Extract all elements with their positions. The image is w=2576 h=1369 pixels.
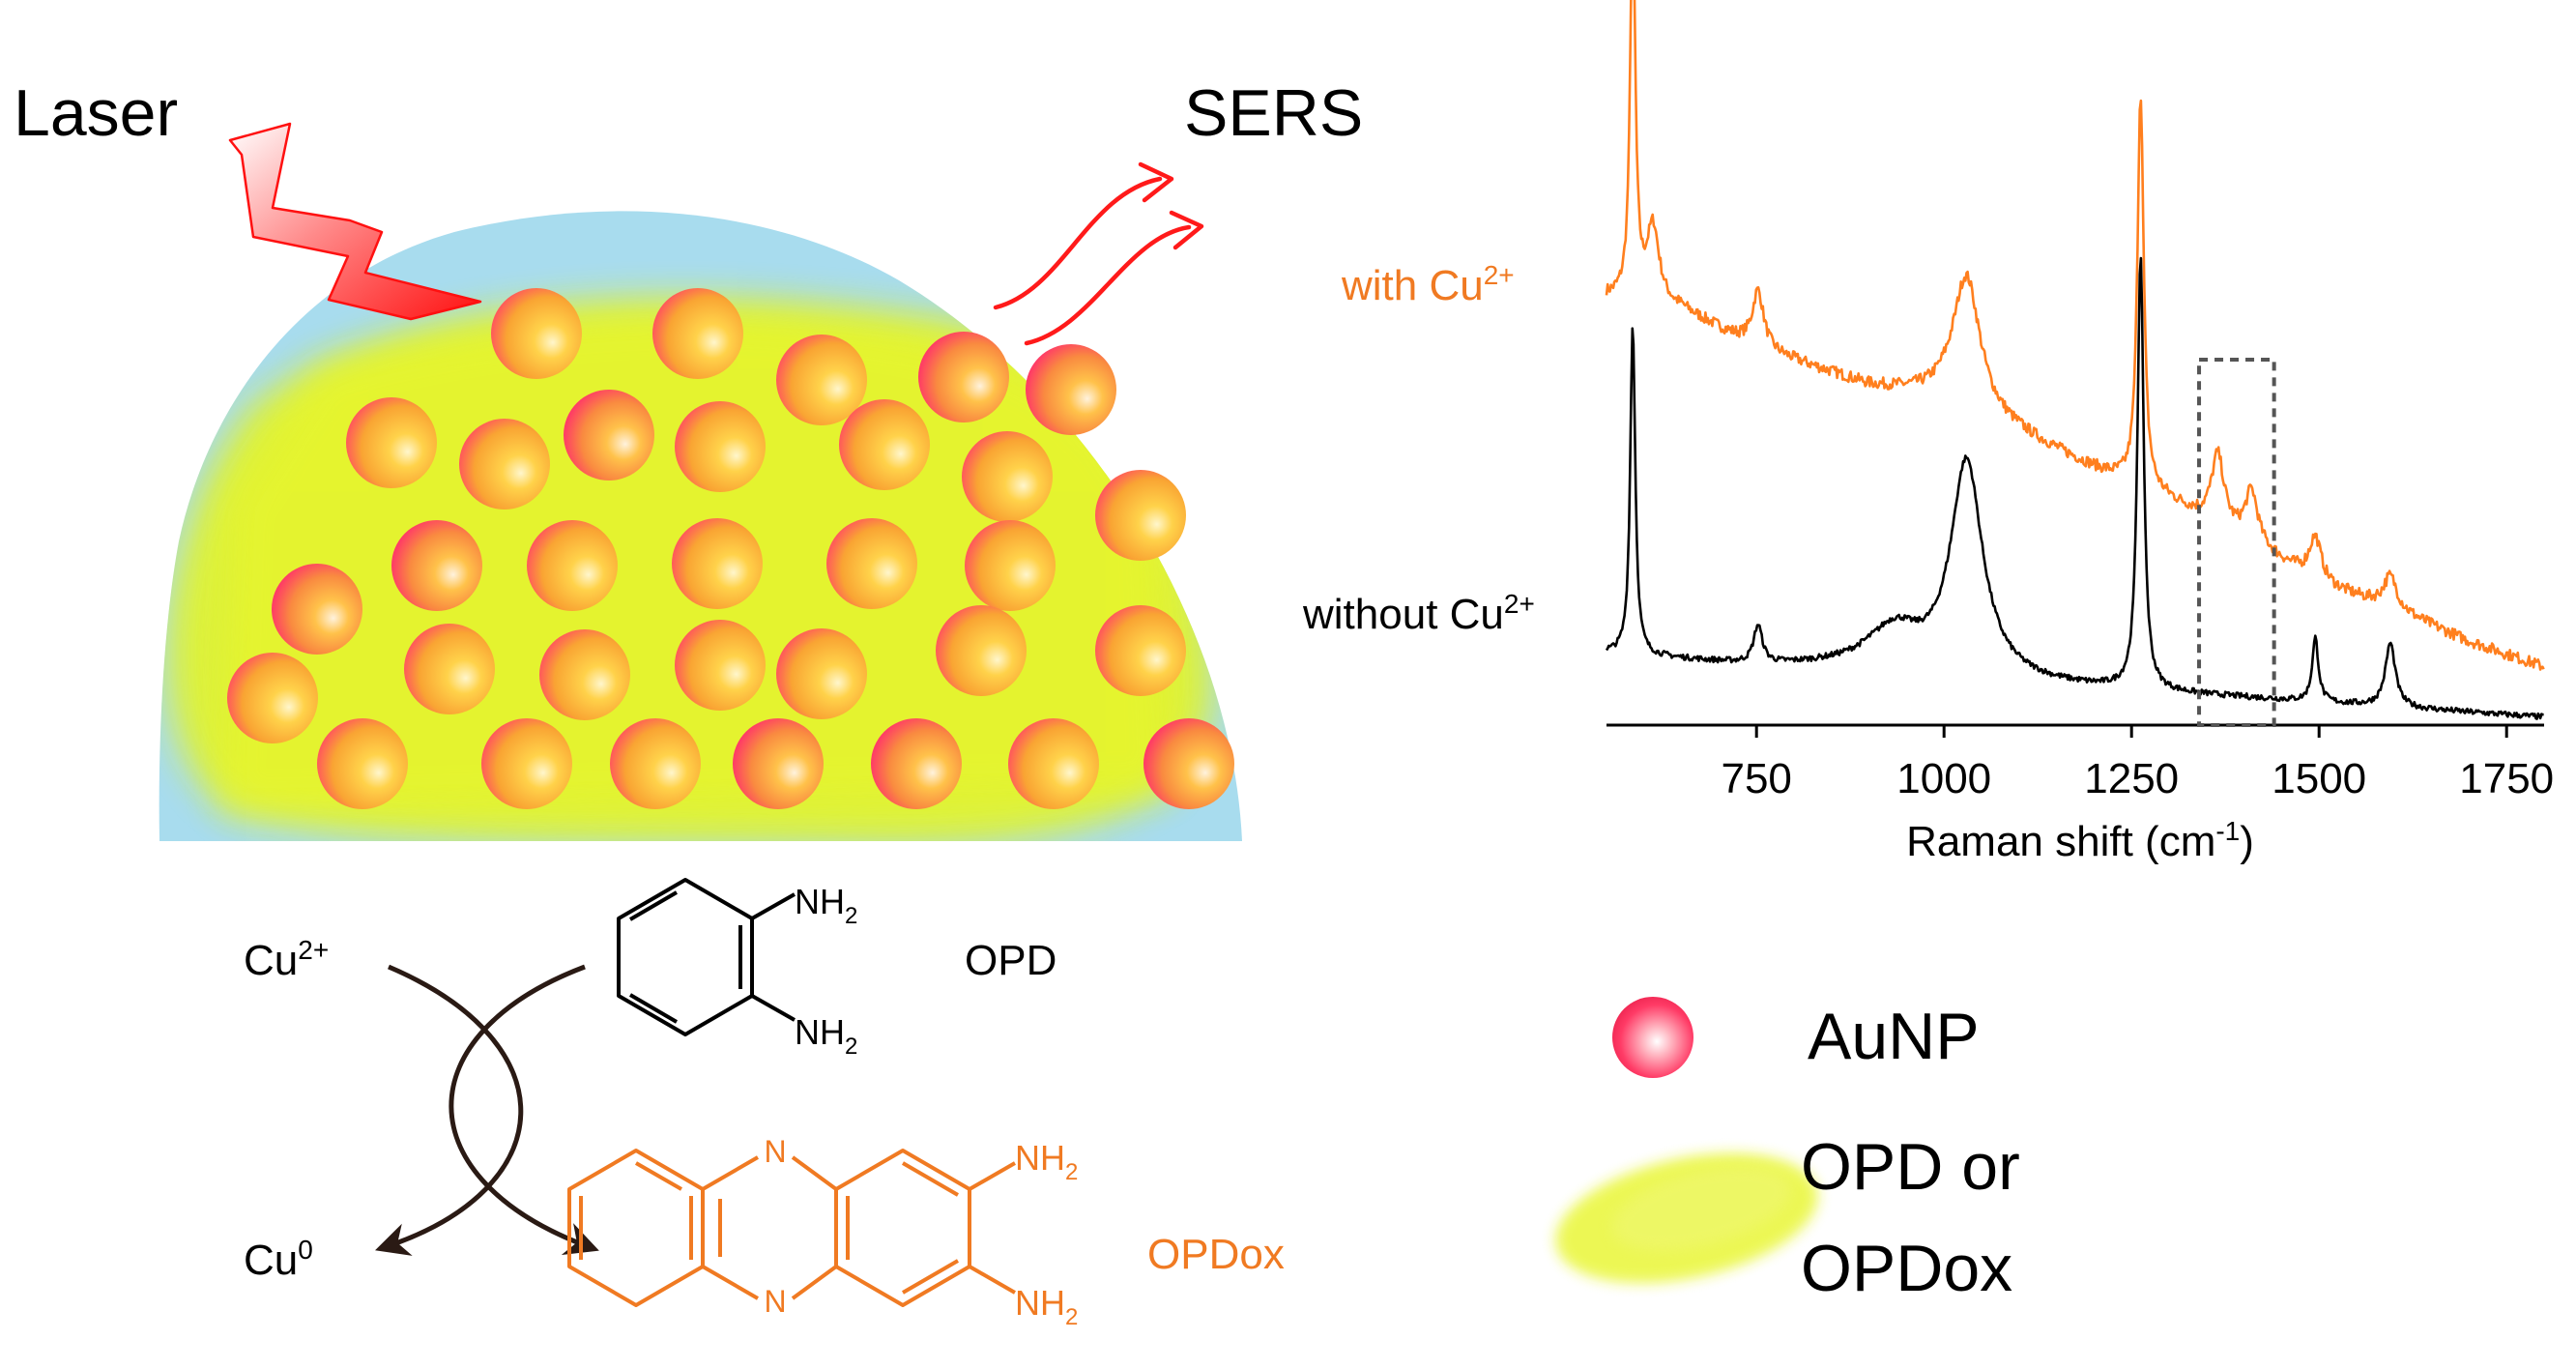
gold-nanoparticle bbox=[317, 718, 408, 809]
sers-droplet-scene bbox=[159, 211, 1242, 841]
opdox-nh2-bottom: NH2 bbox=[1015, 1283, 1078, 1330]
sers-arrow-1-head bbox=[1138, 161, 1174, 203]
x-tick-label: 1000 bbox=[1896, 755, 1991, 802]
gold-nanoparticle bbox=[564, 390, 654, 481]
gold-nanoparticle bbox=[491, 288, 582, 379]
gold-nanoparticle bbox=[539, 629, 630, 720]
reaction-arrow-cu bbox=[375, 964, 524, 1256]
x-tick-label: 1750 bbox=[2459, 755, 2554, 802]
gold-nanoparticle bbox=[527, 520, 618, 611]
gold-nanoparticle bbox=[391, 520, 482, 611]
gold-nanoparticle bbox=[1026, 344, 1116, 435]
gold-nanoparticle bbox=[610, 718, 701, 809]
opd-legend-icon bbox=[1555, 1152, 1818, 1284]
sers-label: SERS bbox=[1184, 76, 1363, 150]
x-tick-label: 1500 bbox=[2272, 755, 2366, 802]
opd-nh2-top: NH2 bbox=[795, 882, 857, 929]
series-label-with-cu: with Cu2+ bbox=[1341, 260, 1515, 309]
sers-arrow-2-head bbox=[1169, 210, 1204, 250]
x-axis-label: Raman shift (cm-1) bbox=[1906, 816, 2254, 865]
gold-nanoparticle bbox=[1143, 718, 1234, 809]
gold-nanoparticle bbox=[776, 628, 867, 719]
gold-nanoparticle bbox=[965, 520, 1056, 611]
opd-label: OPD bbox=[965, 937, 1056, 984]
gold-nanoparticle bbox=[227, 653, 318, 743]
opd-legend-label-line2: OPDox bbox=[1801, 1232, 2012, 1305]
raman-spectrum-chart: 750 1000 1250 1500 1750 with Cu2+ without Cu… bbox=[1302, 0, 2554, 865]
gold-nanoparticle bbox=[918, 332, 1009, 422]
aunp-legend-label: AuNP bbox=[1808, 1000, 1980, 1073]
gold-nanoparticle bbox=[962, 431, 1053, 522]
laser-label: Laser bbox=[14, 76, 178, 150]
opd-nh2-bottom: NH2 bbox=[795, 1012, 857, 1060]
gold-nanoparticle bbox=[839, 399, 930, 490]
x-tick-label: 1250 bbox=[2084, 755, 2179, 802]
opd-structure bbox=[617, 878, 796, 1036]
opdox-structure bbox=[567, 1149, 1016, 1307]
gold-nanoparticle bbox=[675, 401, 766, 492]
gold-nanoparticle bbox=[459, 419, 550, 510]
gold-nanoparticle bbox=[404, 624, 495, 714]
x-tick-label: 750 bbox=[1721, 755, 1791, 802]
gold-nanoparticle bbox=[1095, 470, 1186, 561]
gold-nanoparticle bbox=[733, 718, 824, 809]
gold-nanoparticle bbox=[652, 288, 743, 379]
gold-nanoparticle bbox=[1008, 718, 1099, 809]
reaction-arrow-opd bbox=[449, 964, 599, 1255]
series-label-without-cu: without Cu2+ bbox=[1302, 589, 1535, 638]
gold-nanoparticle bbox=[675, 620, 766, 711]
highlight-box bbox=[2197, 358, 2276, 727]
gold-nanoparticle bbox=[272, 564, 362, 655]
gold-nanoparticle bbox=[481, 718, 572, 809]
gold-nanoparticle bbox=[826, 518, 917, 609]
sers-arrow-2 bbox=[1024, 224, 1192, 346]
sers-emission-arrows bbox=[993, 161, 1204, 346]
opdox-nh2-top: NH2 bbox=[1015, 1138, 1078, 1185]
x-axis-ticks: 750 1000 1250 1500 1750 bbox=[1721, 725, 2554, 802]
gold-nanoparticle bbox=[871, 718, 962, 809]
laser-bolt-icon bbox=[228, 122, 482, 321]
gold-nanoparticles bbox=[227, 288, 1234, 809]
gold-nanoparticle bbox=[1095, 605, 1186, 696]
gold-nanoparticle bbox=[672, 518, 763, 609]
opdox-label: OPDox bbox=[1147, 1231, 1285, 1278]
opdox-n-bottom: N bbox=[764, 1284, 786, 1319]
cu0-product-label: Cu0 bbox=[244, 1235, 313, 1284]
opdox-n-top: N bbox=[764, 1134, 786, 1169]
gold-nanoparticle bbox=[776, 335, 867, 425]
sers-arrow-1 bbox=[993, 176, 1163, 310]
opd-legend-label-line1: OPD or bbox=[1801, 1130, 2020, 1204]
spectrum-lines bbox=[1605, 0, 2545, 720]
spectrum-line-with-cu bbox=[1605, 0, 2545, 671]
aunp-legend-icon bbox=[1612, 997, 1693, 1078]
spectrum-line-without-cu bbox=[1605, 256, 2544, 720]
cu2-reactant-label: Cu2+ bbox=[244, 935, 329, 984]
gold-nanoparticle bbox=[346, 397, 437, 488]
gold-nanoparticle bbox=[936, 605, 1027, 696]
reaction-scheme: Cu2+ Cu0 NH2 NH2 OPD bbox=[244, 878, 1285, 1330]
legend: AuNP OPD or OPDox bbox=[1555, 997, 2020, 1305]
